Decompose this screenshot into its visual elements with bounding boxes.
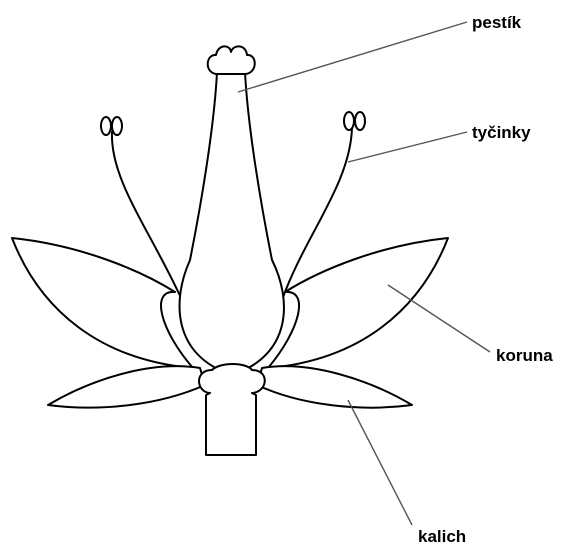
corolla-petal-right bbox=[268, 238, 448, 368]
leader-line-stamens bbox=[348, 132, 467, 162]
pistil-stigma bbox=[208, 46, 255, 74]
stamen-anther-right bbox=[344, 112, 365, 130]
label-pistil: pestík bbox=[472, 13, 522, 32]
pistil-body bbox=[180, 72, 284, 375]
corolla-petal-left bbox=[12, 238, 193, 368]
label-stamens: tyčinky bbox=[472, 123, 531, 142]
calyx-sepal-right bbox=[257, 366, 412, 407]
leader-line-calyx bbox=[348, 400, 412, 525]
label-corolla: koruna bbox=[496, 346, 553, 365]
leader-line-pistil bbox=[238, 22, 467, 92]
leader-line-corolla bbox=[388, 285, 490, 352]
label-calyx: kalich bbox=[418, 527, 466, 546]
calyx-sepal-left bbox=[48, 366, 205, 407]
receptacle bbox=[199, 364, 265, 455]
